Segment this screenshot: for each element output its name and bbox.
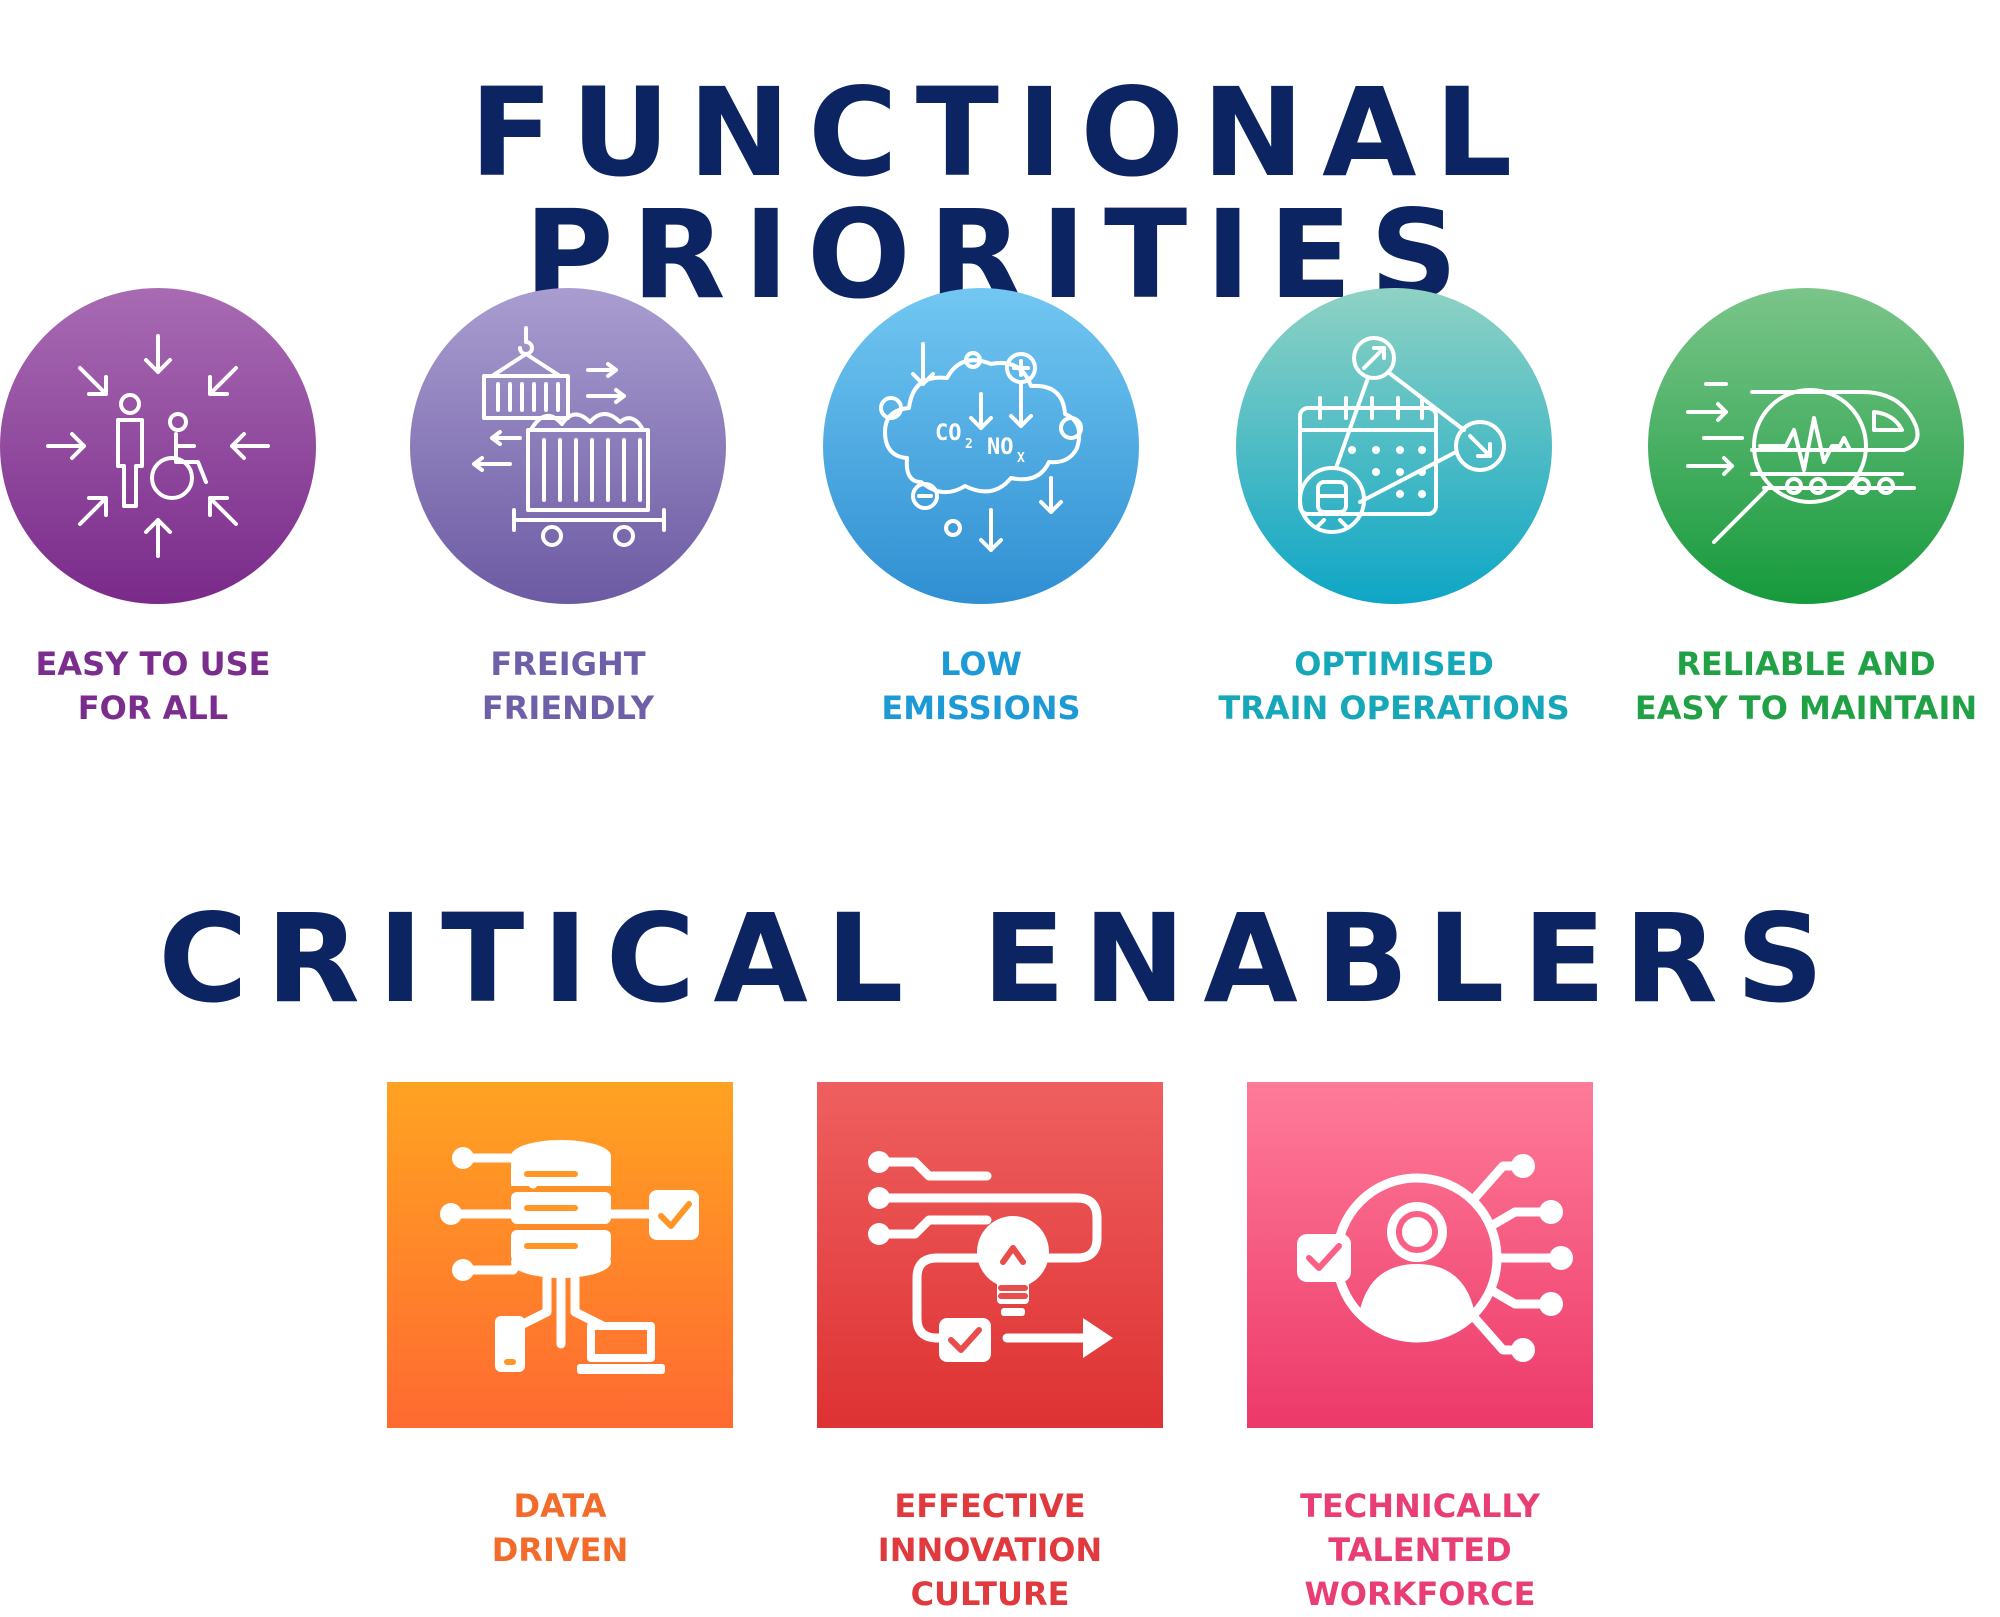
enabler-label-innovation: EFFECTIVE INNOVATION CULTURE	[877, 1487, 1103, 1613]
innovation-lightbulb-icon	[868, 1151, 1113, 1362]
accessibility-arrows-icon	[46, 334, 270, 558]
priority-circle-low-emissions: CO 2 NO X	[823, 288, 1139, 604]
train-inspection-icon	[1686, 382, 1920, 544]
enabler-label-workforce: TECHNICALLY TALENTED WORKFORCE	[1300, 1487, 1540, 1613]
enabler-label-data-driven: DATA DRIVEN	[491, 1487, 629, 1569]
nox-subscript: X	[1017, 451, 1025, 466]
talent-network-icon	[1297, 1154, 1573, 1362]
data-network-icon	[440, 1140, 699, 1374]
freight-wagon-icon	[472, 326, 666, 547]
priority-label-low-emissions: LOW EMISSIONS	[881, 645, 1081, 727]
functional-priorities-title: FUNCTIONAL PRIORITIES	[469, 62, 1531, 326]
priority-label-easy-to-use: EASY TO USE FOR ALL	[35, 645, 271, 727]
critical-enablers-title: CRITICAL ENABLERS	[158, 888, 1842, 1030]
priority-circle-freight-friendly	[410, 288, 726, 604]
emissions-cloud-icon: CO 2 NO X	[879, 342, 1083, 552]
priority-label-freight-friendly: FREIGHT FRIENDLY	[481, 645, 655, 727]
enabler-square-workforce	[1247, 1082, 1593, 1428]
priority-label-reliable: RELIABLE AND EASY TO MAINTAIN	[1634, 645, 1978, 727]
co2-label: CO	[935, 421, 962, 446]
nox-label: NO	[987, 435, 1014, 460]
co2-subscript: 2	[965, 437, 973, 452]
train-schedule-icon	[1298, 336, 1506, 534]
enabler-square-innovation	[817, 1082, 1163, 1428]
enabler-square-data-driven	[387, 1082, 733, 1428]
priority-circle-reliable	[1648, 288, 1964, 604]
priority-circle-easy-to-use	[0, 288, 316, 604]
priority-circle-optimised-operations	[1236, 288, 1552, 604]
priority-label-optimised-operations: OPTIMISED TRAIN OPERATIONS	[1218, 645, 1570, 727]
